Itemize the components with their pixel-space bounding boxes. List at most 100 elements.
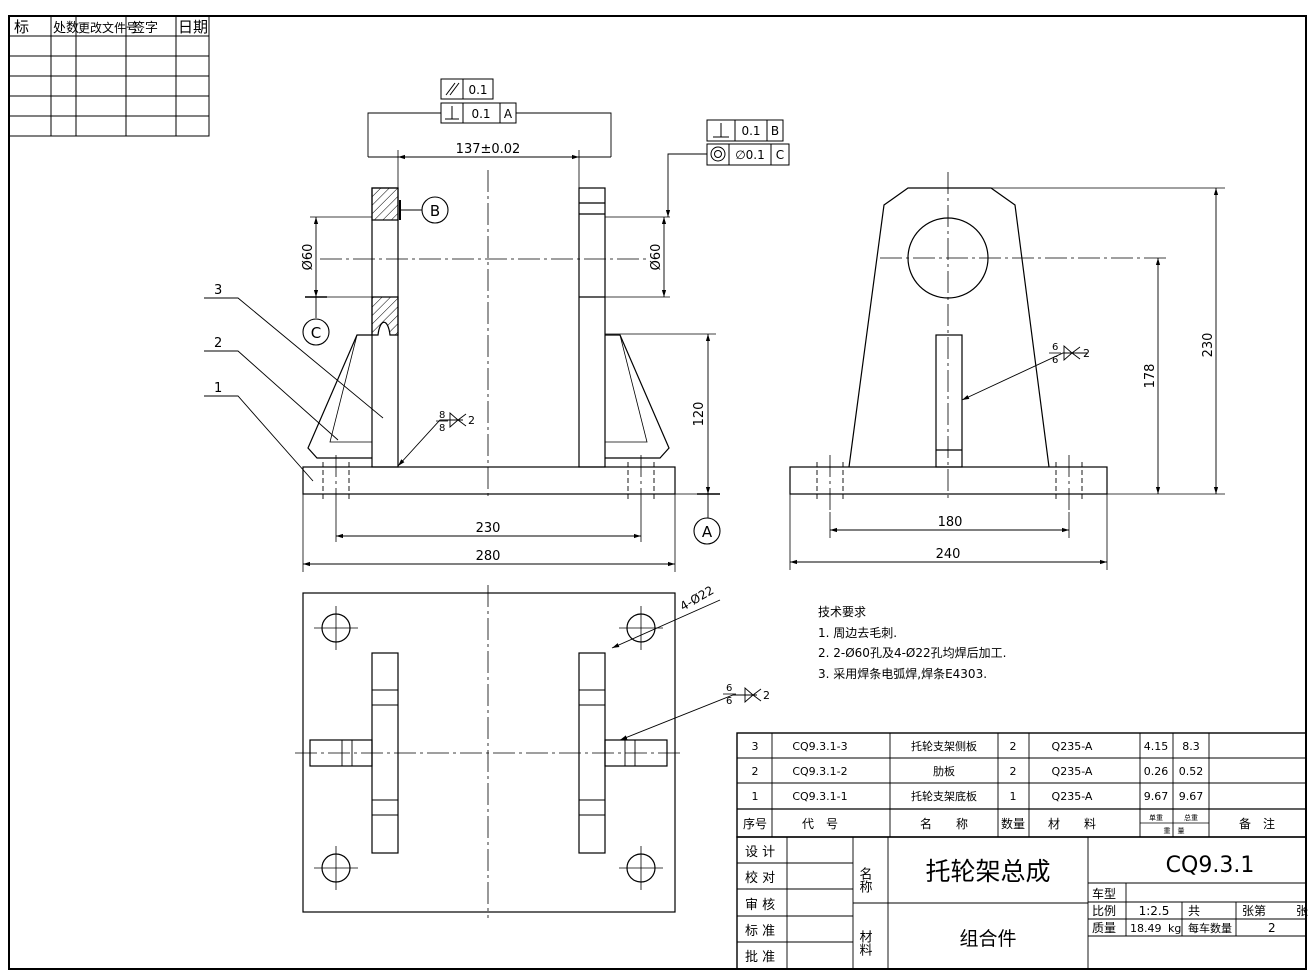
technical-notes: 技术要求 1. 周边去毛刺. 2. 2-Ø60孔及4-Ø22孔均焊后加工. 3.… [818,605,1006,681]
sheet-label: 张第 [1242,904,1266,918]
front-view [204,112,720,572]
front-right-rib [605,334,670,459]
revision-table [8,15,210,137]
svg-text:备 注: 备 注 [1239,816,1275,831]
fcf-top-perp-value: 0.1 [471,107,490,121]
rev-header-date: 日期 [178,18,208,36]
front-base-plate [302,466,676,495]
svg-text:序号: 序号 [743,816,767,831]
weld-side-top: 6 [1052,342,1058,353]
svg-text:代 号: 代 号 [802,817,838,831]
role-approve: 批 准 [745,950,775,965]
weld-side-bottom: 6 [1052,355,1058,366]
svg-text:名 称: 名 称 [920,816,968,831]
svg-text:2: 2 [1010,740,1017,753]
dim-side-230: 230 [1201,333,1216,358]
dim-hole-spec: 4-Ø22 [678,583,717,613]
svg-text:重 量: 重 量 [1164,827,1185,835]
svg-text:Q235-A: Q235-A [1052,765,1093,778]
per-vehicle-label: 每车数量 [1188,921,1232,935]
fcf-right-conc-datum: C [776,148,784,162]
rev-header-mark: 标 [14,18,29,36]
front-left-section-top [371,187,399,221]
mass-label: 质量 [1092,921,1116,935]
svg-text:托轮支架底板: 托轮支架底板 [911,789,977,803]
svg-text:总重: 总重 [1184,813,1198,822]
svg-text:0.52: 0.52 [1179,765,1204,778]
drawing-title: 托轮架总成 [925,857,1050,886]
drawing-material: 组合件 [959,928,1016,950]
svg-text:1: 1 [752,790,759,803]
svg-text:Q235-A: Q235-A [1052,740,1093,753]
fcf-right [706,119,790,166]
svg-text:1: 1 [1010,790,1017,803]
dim-width-280: 280 [476,549,501,564]
weld-front-bottom: 8 [439,423,445,434]
role-design: 设 计 [745,845,775,860]
bom-row: 2 CQ9.3.1-2 肋板 2 Q235-A 0.26 0.52 [752,764,1204,778]
revision-headers: 标 处数 更改文件号 签字 日期 [14,18,208,36]
notes-item-2: 2. 2-Ø60孔及4-Ø22孔均焊后加工. [818,645,1006,660]
svg-text:C: C [311,324,321,342]
scale-label: 比例 [1092,904,1116,918]
side-rib [935,334,963,468]
fcf-top [440,78,517,124]
weld-front-top: 8 [439,410,445,421]
bom-row: 3 CQ9.3.1-3 托轮支架侧板 2 Q235-A 4.15 8.3 [752,739,1200,753]
front-right-side-plate [578,187,606,468]
side-view [789,172,1225,570]
balloon-part-3: 3 [214,283,222,298]
svg-text:9.67: 9.67 [1179,790,1204,803]
material-label: 材料 [857,930,873,956]
svg-text:2: 2 [752,765,759,778]
dim-side-178: 178 [1143,364,1158,389]
svg-text:肋板: 肋板 [933,764,955,778]
rev-header-count: 处数 [53,21,79,36]
fcf-right-perp-value: 0.1 [741,124,760,138]
plan-view [295,585,762,918]
rev-header-doc: 更改文件号 [78,20,138,35]
svg-text:Q235-A: Q235-A [1052,790,1093,803]
svg-text:CQ9.3.1-2: CQ9.3.1-2 [792,765,847,778]
svg-text:A: A [702,523,713,541]
sheets-label: 共 [1188,904,1200,918]
svg-text:4.15: 4.15 [1144,740,1169,753]
svg-text:9.67: 9.67 [1144,790,1169,803]
name-label: 名称 [857,866,873,893]
weld-side-count: 2 [1083,347,1090,360]
dim-span: 137±0.02 [456,142,521,157]
bom-header-row: 序号 代 号 名 称 数量 材 料 单重 总重 重 量 备 注 [743,813,1275,835]
title-block [736,836,1307,970]
datum-a: A [693,517,721,545]
mass-unit: kg [1168,922,1181,935]
svg-text:B: B [430,202,440,220]
sheet-border [8,15,1307,970]
dim-width-230: 230 [476,521,501,536]
vehicle-label: 车型 [1092,886,1116,901]
side-plate-outline [848,187,1050,468]
svg-text:单重: 单重 [1149,813,1163,822]
balloon-part-2: 2 [214,336,222,351]
bom-row: 1 CQ9.3.1-1 托轮支架底板 1 Q235-A 9.67 9.67 [752,789,1204,803]
svg-text:3: 3 [752,740,759,753]
notes-title: 技术要求 [818,605,866,619]
dim-bore-right: Ø60 [649,244,664,271]
fcf-right-perp-datum: B [771,124,779,138]
role-review: 审 核 [745,898,775,913]
front-left-section-bottom [371,296,399,336]
rev-header-sign: 签字 [132,20,158,36]
plan-base-plate [302,592,676,913]
role-check: 校 对 [745,870,775,886]
weld-plan-bottom: 6 [726,696,732,707]
dim-side-180: 180 [938,515,963,530]
front-left-rib [307,334,372,459]
notes-item-3: 3. 采用焊条电弧焊,焊条E4303. [818,666,987,681]
svg-text:数量: 数量 [1001,816,1025,831]
title-block-text: 设 计 校 对 审 核 标 准 批 准 名称 材料 托轮架总成 组合件 CQ9.… [745,845,1308,965]
svg-text:8.3: 8.3 [1182,740,1200,753]
dim-bore-left: Ø60 [301,244,316,271]
datum-c: C [302,318,330,346]
fcf-top-datum: A [504,107,513,121]
sheet-suffix: 张 [1296,904,1308,918]
bom-table [736,732,1307,838]
